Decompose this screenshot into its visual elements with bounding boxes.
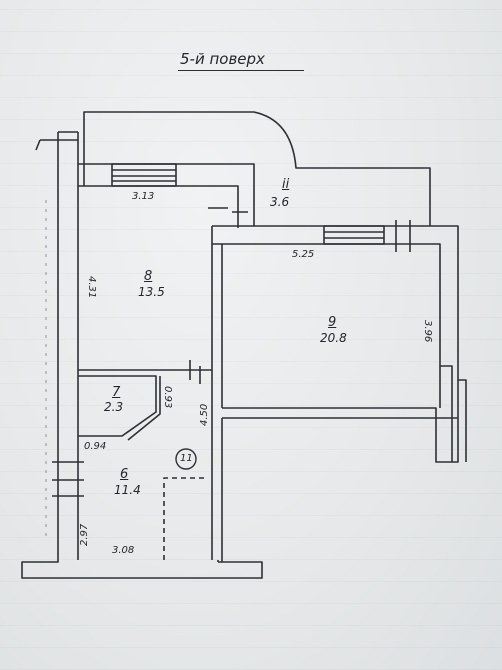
dim-2-97: 2.97 [79,523,90,546]
room-6-area: 11.4 [114,483,141,497]
partition-8-9 [211,226,223,562]
room-7-area: 2.3 [104,400,124,414]
dim-4-31: 4.31 [86,276,97,299]
room-8-number: 8 [144,269,153,284]
window-top [111,163,177,187]
room9-top-wall [212,225,459,463]
title-underline [178,70,304,71]
window-right [323,225,385,245]
floor-title: 5-й поверх [180,50,265,68]
dim-0-94: 0.94 [84,441,107,452]
inner-corridor-dashed [163,477,208,560]
room-9-number: 9 [328,315,337,330]
dim-3-96: 3.96 [422,320,433,343]
dim-3-08: 3.08 [112,545,135,556]
dim-5-25: 5.25 [292,249,315,260]
top-wall [78,163,255,228]
marker-circle [175,448,197,470]
dim-4-50: 4.50 [199,403,210,426]
dim-0-93: 0.93 [162,386,173,409]
room-7-number: 7 [112,385,121,400]
stair-number: ii [282,177,290,192]
room-9-area: 20.8 [320,331,347,345]
outer-left-wall [21,132,263,579]
wall-cap-top [35,131,78,151]
room-8-area: 13.5 [138,285,165,299]
room-6-number: 6 [120,467,129,482]
marker-number: 11 [180,453,193,464]
stair-area: 3.6 [270,195,290,209]
dim-3-13: 3.13 [132,191,155,202]
balcony-outline [83,111,431,226]
